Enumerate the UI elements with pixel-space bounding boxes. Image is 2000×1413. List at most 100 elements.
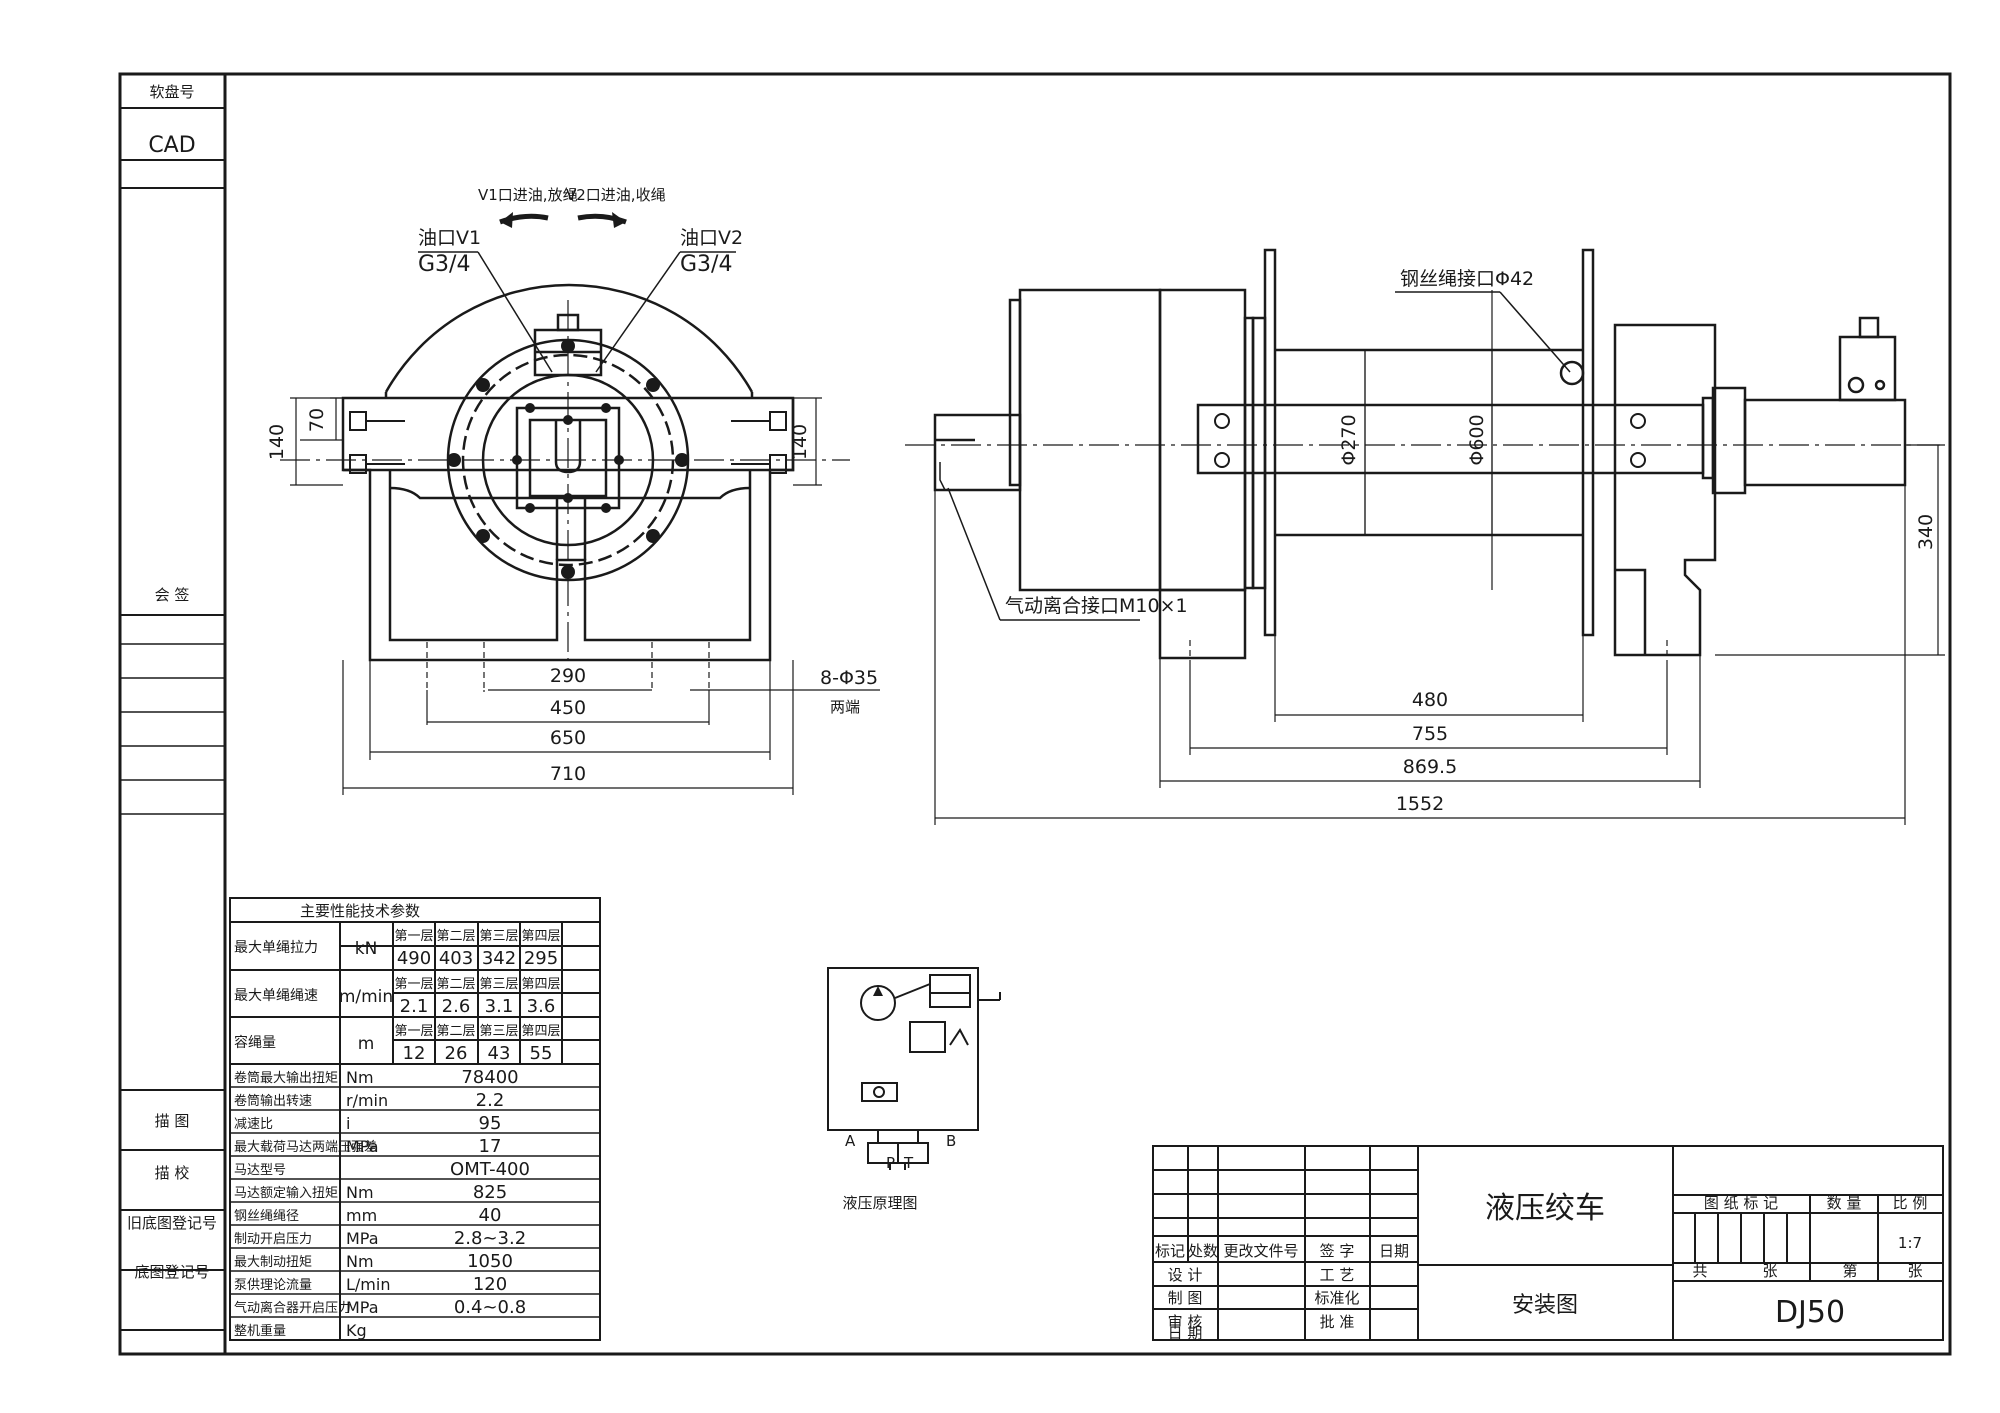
spec-row-name: 最大单绳绳速 (234, 988, 318, 1004)
drawing-type: 安装图 (1512, 1293, 1578, 1318)
spec-layer-header: 第三层 (479, 929, 518, 944)
spec-row-unit: r/min (346, 1091, 388, 1110)
spec-row-name: 最大单绳拉力 (234, 940, 318, 956)
spec-row-value: 40 (479, 1205, 502, 1226)
dim-1552: 1552 (1396, 793, 1444, 815)
clutch-port-label: 气动离合接口M10×1 (1005, 595, 1188, 617)
spec-row-value: 2.8~3.2 (454, 1228, 526, 1249)
spec-layer-value: 26 (445, 1043, 468, 1064)
dim-140-left: 140 (266, 424, 288, 460)
spec-row-unit: m (358, 1034, 375, 1054)
dia-270: Φ270 (1338, 414, 1360, 465)
base-reg-label: 底图登记号 (134, 1263, 209, 1281)
spec-row-value: 2.2 (476, 1090, 505, 1111)
spec-layer-value: 295 (524, 948, 558, 969)
standard-label: 标准化 (1314, 1289, 1359, 1307)
spec-row-value: 95 (479, 1113, 502, 1134)
drawing-no: DJ50 (1775, 1295, 1845, 1330)
spec-row-name: 减速比 (234, 1117, 273, 1132)
spec-layer-header: 第一层 (394, 977, 433, 992)
rope-port-label: 钢丝绳接口Φ42 (1400, 268, 1534, 290)
spec-row-value: 1050 (467, 1251, 513, 1272)
spec-layer-value: 342 (482, 948, 516, 969)
spec-row-unit: Kg (346, 1321, 367, 1340)
scale-label: 比 例 (1893, 1194, 1928, 1212)
spec-row-name: 最大制动扭矩 (234, 1255, 312, 1270)
old-reg-label: 旧底图登记号 (127, 1214, 217, 1232)
port-v1-label: 油口V1 (418, 227, 481, 249)
spec-row-name: 最大载荷马达两端压强差 (234, 1140, 377, 1155)
spec-layer-header: 第四层 (521, 1024, 560, 1039)
approve-label: 批 准 (1320, 1313, 1355, 1331)
spec-row-name: 容绳量 (234, 1034, 276, 1051)
spec-row-unit: Nm (346, 1068, 374, 1087)
port-v2-thread: G3/4 (680, 252, 732, 277)
holes-note: 两端 (830, 698, 860, 716)
side-view: Φ270 Φ600 钢丝绳接口Φ42 气动离合接口M10×1 340 480 (905, 248, 1945, 825)
design-label: 设 计 (1168, 1266, 1203, 1284)
spec-layer-header: 第二层 (436, 977, 475, 992)
hydraulic-schematic: A B P T 液压原理图 (827, 967, 1001, 1212)
review-label: 审 核 (1168, 1313, 1203, 1331)
scale-value: 1:7 (1898, 1234, 1922, 1252)
spec-layer-header: 第一层 (394, 929, 433, 944)
spec-layer-value: 55 (530, 1043, 553, 1064)
spec-layer-value: 2.6 (442, 996, 471, 1017)
rev-place: 处数 (1188, 1242, 1218, 1260)
dim-869: 869.5 (1403, 756, 1457, 778)
port-a: A (845, 1132, 856, 1150)
dim-710: 710 (550, 763, 586, 785)
spec-layer-header: 第三层 (479, 977, 518, 992)
spec-row-value: 17 (479, 1136, 502, 1157)
spec-row-name: 气动离合器开启压力 (234, 1300, 351, 1316)
spec-row-name: 马达额定输入扭矩 (234, 1185, 338, 1201)
dim-140-right: 140 (789, 424, 811, 460)
dim-650: 650 (550, 727, 586, 749)
spec-row-unit: m/min (339, 987, 393, 1007)
weight-label: 数 量 (1827, 1194, 1862, 1212)
product-name: 液压绞车 (1485, 1191, 1605, 1226)
spec-row-value: 120 (473, 1274, 507, 1295)
craft-label: 工 艺 (1320, 1266, 1355, 1284)
port-p: P (886, 1154, 895, 1172)
spec-row-value: 78400 (461, 1067, 518, 1088)
sign-label: 会 签 (155, 586, 190, 604)
rev-sign: 签 字 (1320, 1242, 1355, 1260)
spec-row-unit: L/min (346, 1275, 390, 1294)
rotate-left-label: V1口进油,放绳 (478, 186, 578, 204)
spec-row-value: 0.4~0.8 (454, 1297, 526, 1318)
spec-row-value: OMT-400 (450, 1159, 530, 1180)
spec-row-unit: mm (346, 1206, 377, 1225)
spec-layer-value: 3.1 (485, 996, 514, 1017)
spec-row-name: 制动开启压力 (234, 1232, 312, 1247)
spec-layer-header: 第二层 (436, 929, 475, 944)
dim-70: 70 (306, 408, 328, 432)
spec-layer-header: 第一层 (394, 1024, 433, 1039)
rev-doc: 更改文件号 (1223, 1242, 1298, 1260)
file-no-label: 软盘号 (149, 83, 194, 101)
title-block: 标记 处数 更改文件号 签 字 日期 设 计 工 艺 制 图 标准化 审 核 批… (1152, 1145, 1944, 1342)
spec-layer-header: 第三层 (479, 1024, 518, 1039)
spec-row-unit: MPa (346, 1137, 379, 1156)
check-label: 描 校 (155, 1164, 190, 1182)
spec-layer-value: 403 (439, 948, 473, 969)
dim-340: 340 (1915, 514, 1937, 550)
rotate-right-label: V2口进油,收绳 (566, 186, 666, 204)
spec-row-name: 卷筒最大输出扭矩 (234, 1070, 338, 1086)
spec-title: 主要性能技术参数 (300, 902, 420, 920)
date-label: 日 期 (1168, 1324, 1203, 1342)
sheet-label: 张 (1762, 1262, 1777, 1280)
spec-layer-value: 12 (403, 1043, 426, 1064)
rev-date: 日期 (1379, 1242, 1409, 1260)
spec-row-unit: MPa (346, 1229, 379, 1248)
sheet-border (118, 72, 1952, 1356)
spec-layer-value: 3.6 (527, 996, 556, 1017)
mark-label: 图 纸 标 记 (1704, 1194, 1778, 1212)
dim-480: 480 (1412, 689, 1448, 711)
front-view: V1口进油,放绳 V2口进油,收绳 油口V1 G3/4 油口V2 G3/4 70… (266, 186, 880, 795)
port-v1-thread: G3/4 (418, 252, 470, 277)
spec-row-name: 马达型号 (234, 1163, 286, 1178)
spec-layer-value: 43 (488, 1043, 511, 1064)
spec-row-name: 整机重量 (234, 1323, 286, 1339)
